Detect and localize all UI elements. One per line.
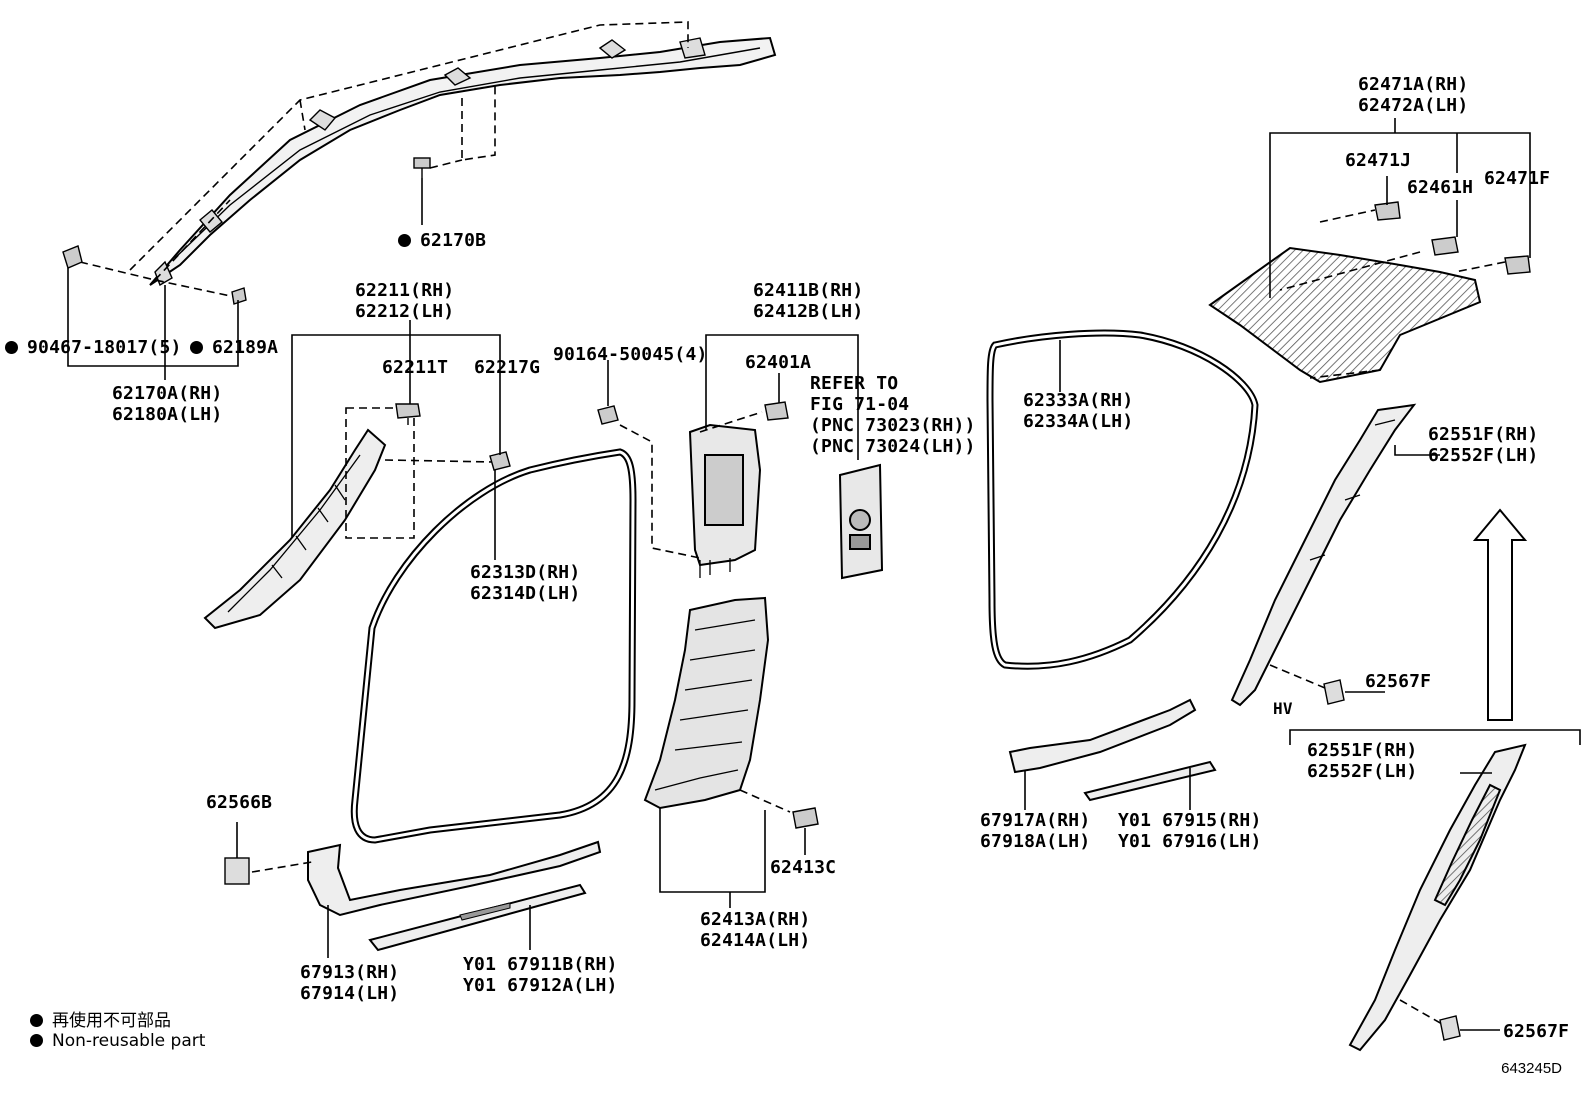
front-scuff-plate — [307, 840, 602, 952]
seatbelt-reference — [838, 463, 884, 580]
roof-rail-garnish — [149, 36, 777, 287]
rear-pillar-lower — [1230, 403, 1417, 707]
clip-62567f-b-icon — [1439, 1015, 1461, 1041]
center-pillar-dashes — [619, 411, 763, 559]
leaders-rear-scuff — [1024, 768, 1191, 810]
label-90164: 90164-50045(4) — [553, 344, 708, 365]
leaders-62551-a — [1345, 445, 1440, 693]
label-62413a: 62413A(RH)62414A(LH) — [700, 909, 811, 951]
leaders-62413 — [659, 808, 806, 908]
label-62333a: 62333A(RH)62334A(LH) — [1023, 390, 1134, 432]
front-pillar-garnish — [203, 428, 387, 630]
label-62566b: 62566B — [206, 792, 273, 813]
rear-pillar-dashes — [1269, 664, 1326, 689]
non-reusable-dot-icon — [190, 341, 203, 354]
center-pillar-lower — [643, 596, 770, 810]
legend-en: Non-reusable part — [30, 1031, 205, 1051]
clip-62170b-icon — [413, 157, 431, 178]
label-62471f: 62471F — [1484, 168, 1551, 189]
label-62471a: 62471A(RH)62472A(LH) — [1358, 74, 1469, 116]
label-62211t: 62211T — [382, 357, 449, 378]
scuff-dashes — [251, 861, 313, 873]
clip-90164-icon — [597, 405, 619, 425]
label-62471j: 62471J — [1345, 150, 1412, 171]
label-67915: Y01 67915(RH)Y01 67916(LH) — [1118, 810, 1262, 852]
clip-62567f-a-icon — [1323, 679, 1345, 705]
hv-bracket — [1289, 729, 1581, 745]
non-reusable-dot-icon — [30, 1034, 43, 1047]
leaders-top-left — [67, 178, 423, 380]
clip-62413c-icon — [792, 807, 819, 829]
clip-62401a-icon — [764, 401, 789, 421]
figure-code: 643245D — [1501, 1060, 1562, 1077]
legend-jp: 再使用不可部品 — [30, 1006, 171, 1031]
non-reusable-dot-icon — [30, 1014, 43, 1027]
quarter-trim-dashes — [1279, 209, 1506, 379]
roof-rail-dashes — [79, 21, 689, 299]
label-67917a: 67917A(RH)67918A(LH) — [980, 810, 1091, 852]
leaders-62471 — [1269, 118, 1531, 298]
clip-62211t-icon — [395, 403, 421, 425]
label-90467: 90467-18017(5) — [5, 337, 182, 358]
leaders-62551-b — [1460, 772, 1500, 1031]
clip-62566b-icon — [224, 857, 250, 885]
label-67911b: Y01 67911B(RH)Y01 67912A(LH) — [463, 954, 618, 996]
non-reusable-dot-icon — [398, 234, 411, 247]
leaders-scuff — [236, 822, 531, 958]
label-hv: HV — [1273, 699, 1293, 718]
front-door-weatherstrip — [350, 448, 637, 844]
clip-62471f-icon — [1504, 255, 1531, 275]
rear-scuff-plate — [1008, 698, 1217, 802]
label-62461h: 62461H — [1407, 177, 1474, 198]
leaders-62211 — [291, 320, 501, 538]
quarter-trim-upper — [1208, 246, 1482, 384]
non-reusable-dot-icon — [5, 341, 18, 354]
label-62170b: 62170B — [398, 230, 486, 251]
clip-62461h-icon — [1431, 236, 1459, 256]
clip-90467-icon — [62, 245, 83, 269]
clip-62471j-icon — [1374, 201, 1401, 221]
rear-pillar-lower-hv — [1348, 743, 1527, 1052]
up-arrow-icon — [1472, 508, 1528, 721]
label-62551f-a: 62551F(RH)62552F(LH) — [1428, 424, 1539, 466]
label-62567f-b: 62567F — [1503, 1021, 1570, 1042]
label-62217g: 62217G — [474, 357, 541, 378]
label-62413c: 62413C — [770, 857, 837, 878]
label-62401a: 62401A — [745, 352, 812, 373]
rear-door-weatherstrip — [986, 329, 1259, 670]
label-62411b: 62411B(RH)62412B(LH) — [753, 280, 864, 322]
label-62551f-b: 62551F(RH)62552F(LH) — [1307, 740, 1418, 782]
leaders-62411 — [607, 334, 859, 460]
label-62189a: 62189A — [190, 337, 278, 358]
label-62313d: 62313D(RH)62314D(LH) — [470, 562, 581, 604]
label-62211: 62211(RH)62212(LH) — [355, 280, 455, 322]
clip-62189a-icon — [231, 287, 247, 305]
label-62567f-a: 62567F — [1365, 671, 1432, 692]
label-67913: 67913(RH)67914(LH) — [300, 962, 400, 1004]
front-pillar-dashes — [345, 407, 496, 539]
label-62170a: 62170A(RH)62180A(LH) — [112, 383, 223, 425]
center-pillar-upper — [688, 423, 762, 578]
hv-dashes — [1399, 999, 1443, 1025]
center-pillar-lower-dashes — [739, 789, 791, 813]
